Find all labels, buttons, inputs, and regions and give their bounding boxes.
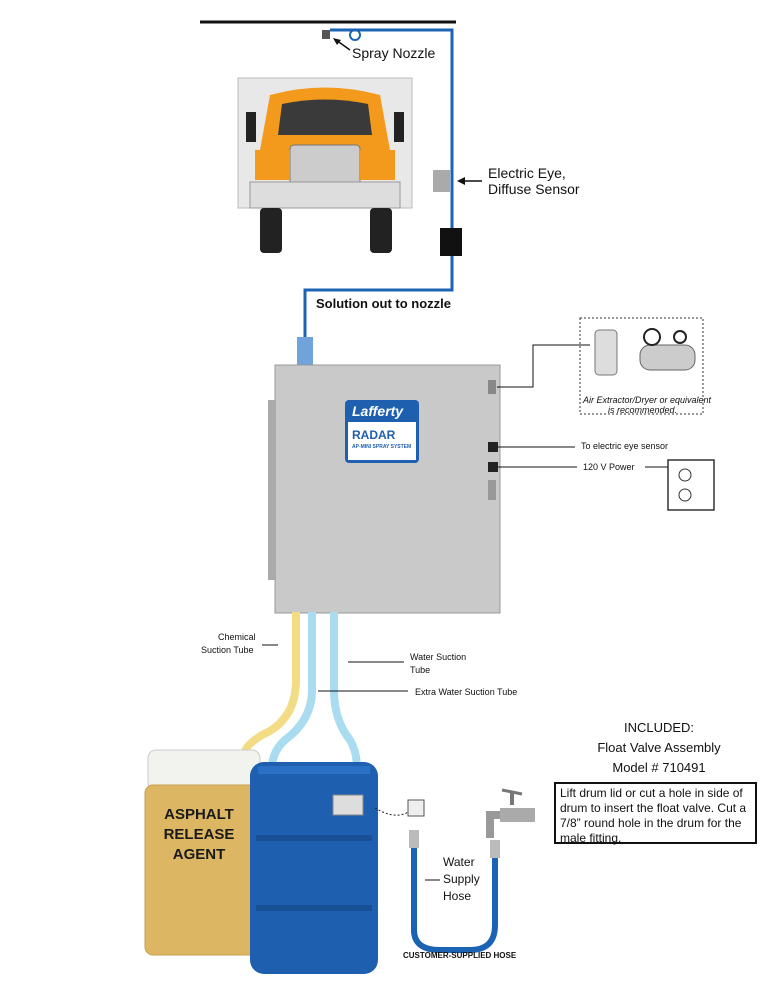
jug-label-2: RELEASE [163,826,235,843]
included-item: Float Valve Assembly [597,740,721,755]
water-drum [250,762,378,974]
spray-nozzle-label: Spray Nozzle [352,45,436,61]
outlet-tube [297,337,313,367]
faucet-icon [486,788,535,838]
brand-label: Lafferty [352,403,404,419]
diffuse-sensor-label: Diffuse Sensor [488,181,580,197]
hose-label-1: Water [443,855,475,869]
extra-water-tube-label: Extra Water Suction Tube [415,687,518,697]
water-tube-label-2: Tube [410,665,431,675]
customer-hose-label: CUSTOMER-SUPPLIED HOSE [403,951,517,960]
spray-nozzle-icon [322,29,361,41]
chemical-tube-label-2: Suction Tube [201,645,254,655]
electric-eye-sensor [433,170,450,192]
jug-label-3: AGENT [172,846,226,863]
air-extractor-note-2: is recommended. [608,405,678,415]
included-model: Model # 710491 [612,760,706,775]
jug-label-1: ASPHALT [164,806,234,823]
float-valve [332,794,364,816]
to-electric-eye-label: To electric eye sensor [581,441,669,451]
solution-out-label: Solution out to nozzle [316,296,452,311]
product-name: RADAR [352,428,396,442]
power-label: 120 V Power [583,462,635,472]
air-extractor-box [579,317,704,415]
included-heading: INCLUDED: [623,720,695,735]
power-outlet-icon [667,459,715,511]
water-tube-label-1: Water Suction [410,652,467,662]
float-valve-fitting [407,799,425,817]
extra-water-suction-tube [268,612,316,769]
product-model: AP-MINI SPRAY SYSTEM [352,444,412,450]
reflector [440,228,462,256]
solution-line [303,28,454,340]
sensor-arrow [457,177,465,185]
water-suction-tube [330,612,361,769]
water-supply-hose [411,845,498,953]
chemical-tube-label-1: Chemical [218,632,256,642]
truck-icon [237,77,413,253]
air-extractor-note-1: Air Extractor/Dryer or equivalent [583,395,712,405]
float-valve-instructions: Lift drum lid or cut a hole in side of d… [554,782,757,845]
hose-label-3: Hose [443,889,472,903]
hose-label-2: Supply [443,872,480,886]
air-compressor-icon [594,328,696,376]
electric-eye-label: Electric Eye, [488,165,566,181]
chemical-suction-tube [241,612,300,754]
